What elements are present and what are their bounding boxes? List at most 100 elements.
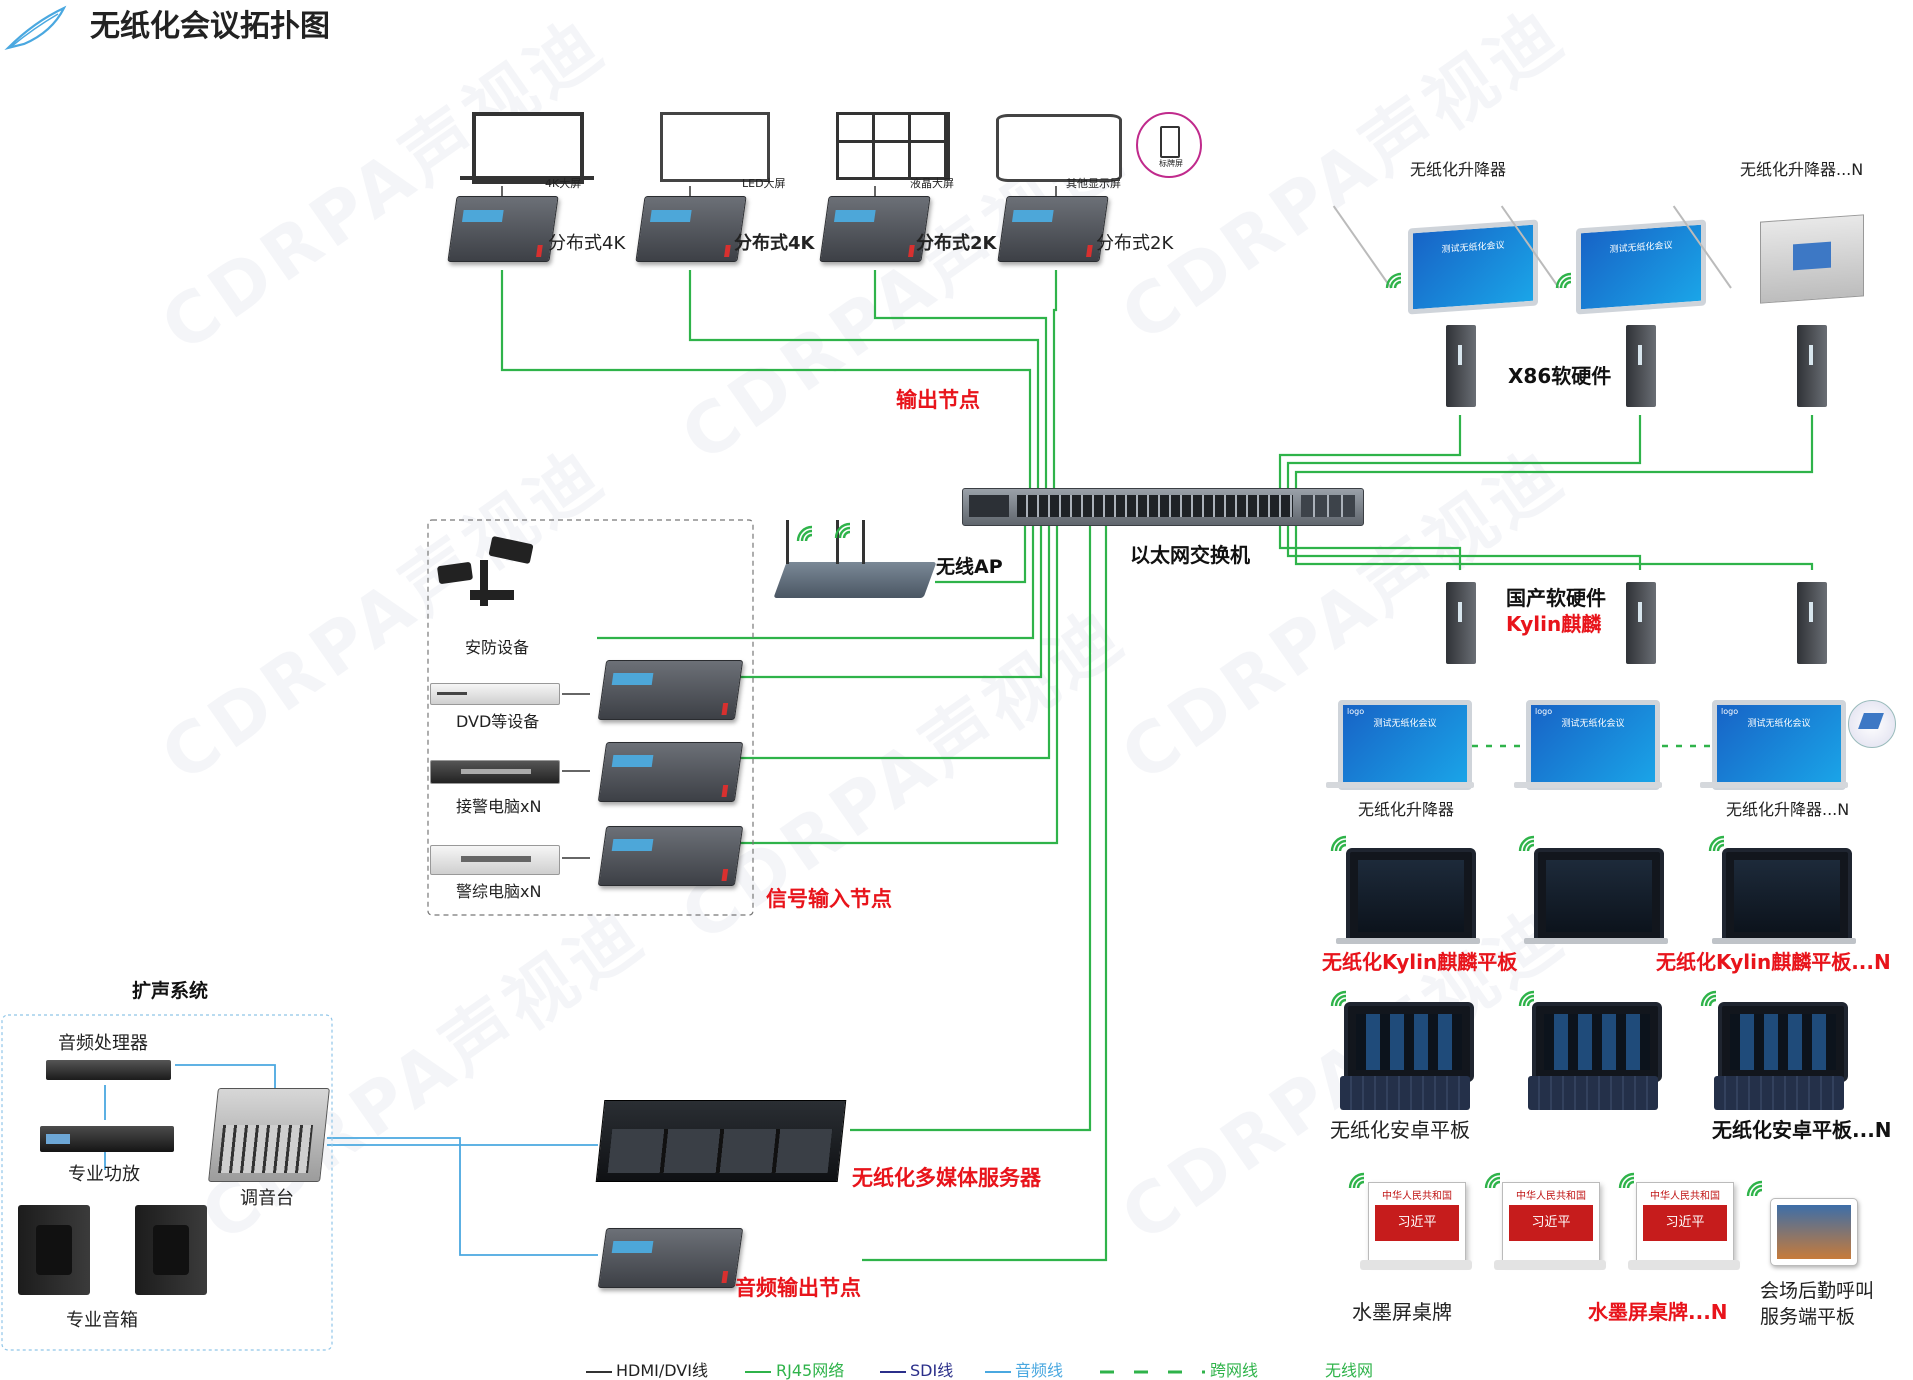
android-keyboard [1528, 1076, 1658, 1110]
lifter-label: 无纸化升降器 [1410, 160, 1507, 179]
mixer-label: 调音台 [240, 1188, 294, 1209]
screen-label: 4K大屏 [545, 177, 582, 190]
security-camera-icon [434, 530, 554, 610]
input-node-box [597, 660, 744, 720]
eink-nameplate: 中华人民共和国习近平 [1368, 1182, 1466, 1262]
wifi-icon [1700, 990, 1722, 1012]
android-keyboard [1340, 1076, 1470, 1110]
node-label: 分布式4K [734, 233, 815, 254]
kylin-tablet [1722, 848, 1852, 944]
service-label-line2: 服务端平板 [1760, 1306, 1856, 1328]
audio-system-title: 扩声系统 [132, 980, 209, 1002]
wifi-icon [1330, 990, 1352, 1012]
lifter-icon [1848, 700, 1896, 748]
media-server-label: 无纸化多媒体服务器 [852, 1166, 1041, 1190]
tv-4k-screen [472, 112, 584, 184]
distributed-node-box [447, 196, 559, 262]
kylin-label: Kylin麒麟 [1506, 612, 1602, 636]
ap-antenna [786, 520, 789, 564]
curved-screen [996, 114, 1122, 182]
feather-icon [4, 4, 68, 52]
lifter-screen: 测试无纸化会议 [1408, 219, 1538, 315]
lifter-screen: 测试无纸化会议 [1576, 219, 1706, 315]
lifter-base [1514, 782, 1662, 788]
lifter-screen-back [1760, 214, 1864, 304]
switch-label: 以太网交换机 [1130, 543, 1250, 567]
x86-host [1797, 325, 1827, 407]
nameplate-label: 水墨屏桌牌...N [1588, 1300, 1728, 1324]
wifi-icon [1518, 990, 1540, 1012]
node-label: 分布式2K [1096, 233, 1174, 254]
legend-rj45: RJ45网络 [776, 1361, 845, 1380]
wifi-icon [1555, 272, 1577, 294]
dvd-device [430, 683, 560, 705]
wifi-icon [1348, 1172, 1370, 1194]
x86-label: X86软硬件 [1508, 364, 1612, 388]
audio-out-node-box [597, 1228, 744, 1288]
android-tablet [1532, 1002, 1662, 1082]
node-label: 分布式2K [916, 233, 997, 254]
distributed-node-box [997, 196, 1109, 262]
x86-host [1626, 325, 1656, 407]
android-tablet-label: 无纸化安卓平板 [1330, 1118, 1470, 1142]
audio-processor [46, 1060, 171, 1080]
wireless-ap [773, 562, 937, 598]
legend-audio: 音频线 [1015, 1361, 1064, 1380]
led-screen [660, 112, 770, 182]
lifter-label: 无纸化升降器 [1358, 800, 1455, 819]
wifi-icon [1385, 272, 1407, 294]
input-node-box [597, 826, 744, 886]
kylin-tablet-base [1336, 938, 1480, 944]
domestic-host [1626, 582, 1656, 664]
kylin-tablet [1534, 848, 1664, 944]
distributed-node-box [635, 196, 747, 262]
nameplate-stand [1360, 1260, 1472, 1270]
legend-wifi: 无线网 [1325, 1361, 1374, 1380]
screen-label: LED大屏 [742, 177, 786, 190]
legend-hdmi: HDMI/DVI线 [616, 1361, 708, 1380]
alarm-pc-label: 接警电脑xN [456, 797, 542, 816]
lifter-label: 无纸化升降器...N [1726, 800, 1850, 819]
amplifier-label: 专业功放 [68, 1164, 140, 1185]
speaker [18, 1205, 90, 1295]
legend-sdi: SDI线 [910, 1361, 954, 1380]
wifi-icon [1484, 1172, 1506, 1194]
domestic-host [1797, 582, 1827, 664]
android-tablet-label: 无纸化安卓平板...N [1712, 1118, 1892, 1142]
lifter-base [1700, 782, 1848, 788]
wifi-icon [1746, 1180, 1768, 1202]
eink-nameplate: 中华人民共和国习近平 [1502, 1182, 1600, 1262]
x86-host [1446, 325, 1476, 407]
domestic-label: 国产软硬件 [1506, 586, 1606, 610]
nameplate-stand [1494, 1260, 1606, 1270]
ethernet-switch [962, 488, 1364, 526]
service-tablet [1770, 1198, 1858, 1266]
kylin-tablet-label: 无纸化Kylin麒麟平板 [1322, 950, 1518, 974]
input-node-group-label: 信号输入节点 [766, 887, 892, 911]
input-node-box [597, 742, 744, 802]
lcd-wall-screen [836, 112, 950, 180]
nameplate-stand [1628, 1260, 1740, 1270]
audio-out-label: 音频输出节点 [735, 1276, 861, 1300]
speaker [135, 1205, 207, 1295]
lcd-wall-divider [836, 140, 950, 143]
ap-antenna [862, 520, 865, 564]
ap-antenna [836, 520, 839, 564]
lifter-label: 无纸化升降器...N [1740, 160, 1864, 179]
police-pc-device [430, 845, 560, 875]
signage-screen-icon [1136, 112, 1202, 178]
android-keyboard [1714, 1076, 1844, 1110]
speaker-label: 专业音箱 [66, 1310, 138, 1331]
wifi-icon [796, 525, 818, 547]
distributed-node-box [819, 196, 931, 262]
lifter-base [1326, 782, 1474, 788]
output-node-label: 输出节点 [896, 388, 980, 412]
security-label: 安防设备 [465, 638, 530, 657]
media-server [595, 1100, 847, 1182]
nameplate-label: 水墨屏桌牌 [1352, 1300, 1452, 1324]
audio-processor-label: 音频处理器 [58, 1033, 148, 1054]
android-tablet [1718, 1002, 1848, 1082]
